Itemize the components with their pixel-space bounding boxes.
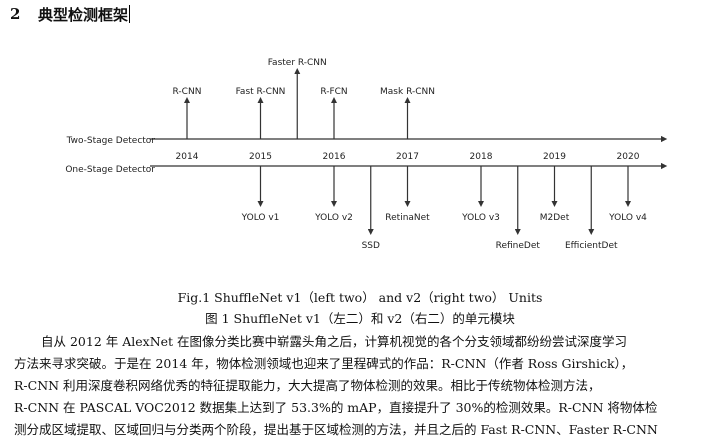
paragraph-line: 测分成区域提取、区域回归与分类两个阶段，提出基于区域检测的方法，并且之后的 Fa… [14,422,658,437]
one-stage-model-label: YOLO v2 [314,213,353,223]
year-label: 2020 [617,152,640,162]
two-stage-model-label: Faster R-CNN [268,58,327,68]
section-heading: 2 典型检测框架 [10,3,131,25]
one-stage-model-label: M2Det [540,213,570,223]
paragraph-line: 自从 2012 年 AlexNet 在图像分类比赛中崭露头角之后，计算机视觉的各… [41,334,628,349]
figure-caption-english: Fig.1 ShuffleNet v1（left two） and v2（rig… [177,290,543,305]
one-stage-model-label: RetinaNet [385,213,430,223]
one-stage-model-label: YOLO v3 [461,213,500,223]
two-stage-label: Two-Stage Detector [66,136,156,146]
text-cursor [129,5,131,23]
section-title: 典型检测框架 [38,5,129,24]
one-stage-model-label: EfficientDet [565,241,618,251]
year-label: 2018 [470,152,493,162]
two-stage-model-label: R-FCN [320,87,347,97]
year-label: 2014 [176,152,199,162]
one-stage-model-label: SSD [362,241,380,251]
one-stage-model-label: YOLO v4 [608,213,647,223]
year-label: 2016 [323,152,346,162]
one-stage-model-label: YOLO v1 [241,213,280,223]
paragraph-line: 方法来寻求突破。于是在 2014 年，物体检测领域也迎来了里程碑式的作品：R-C… [14,356,634,371]
one-stage-label: One-Stage Detector [65,165,155,175]
paragraph-line: R-CNN 利用深度卷积网络优秀的特征提取能力，大大提高了物体检测的效果。相比于… [14,378,601,393]
one-stage-model-label: RefineDet [496,241,541,251]
section-number: 2 [10,5,21,23]
body-paragraph: 自从 2012 年 AlexNet 在图像分类比赛中崭露头角之后，计算机视觉的各… [14,331,714,441]
year-label: 2019 [543,152,566,162]
two-stage-model-label: Mask R-CNN [380,87,435,97]
paragraph-line: R-CNN 在 PASCAL VOC2012 数据集上达到了 53.3%的 mA… [14,400,658,415]
year-label: 2017 [396,152,419,162]
two-stage-model-label: R-CNN [173,87,202,97]
year-label: 2015 [249,152,272,162]
two-stage-model-label: Fast R-CNN [236,87,286,97]
figure-caption-chinese: 图 1 ShuffleNet v1（左二）和 v2（右二）的单元模块 [205,311,515,326]
